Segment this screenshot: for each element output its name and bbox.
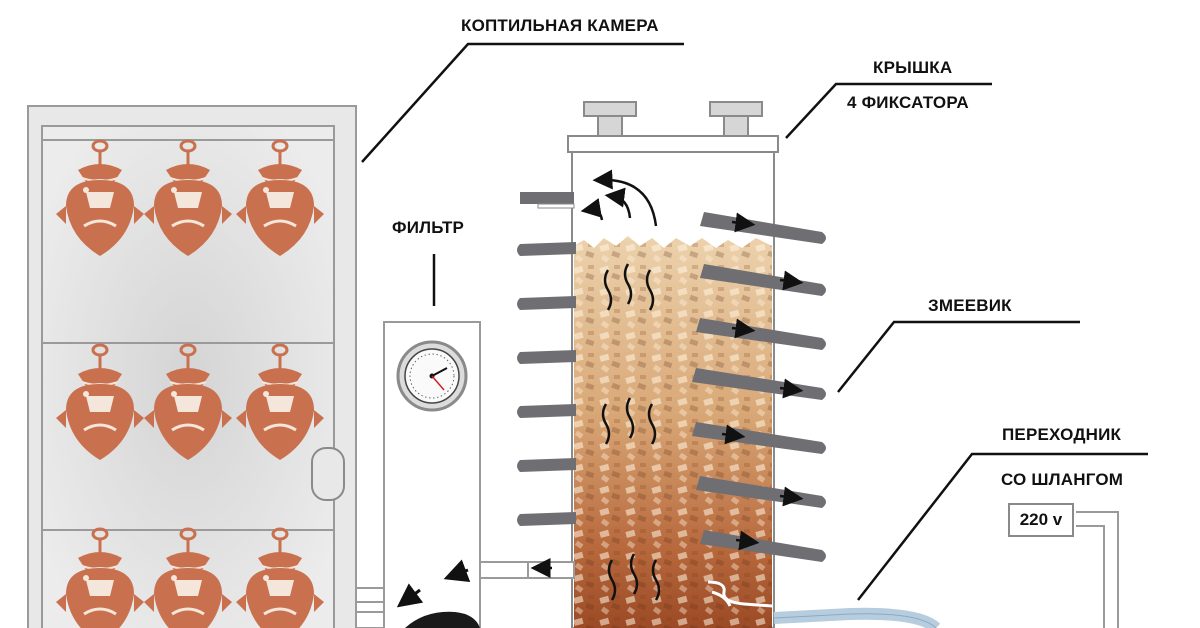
label-latches: 4 ФИКСАТОРА bbox=[847, 93, 969, 112]
leader-lines bbox=[361, 42, 1148, 601]
label-adapter-line2: СО ШЛАНГОМ bbox=[1001, 470, 1124, 489]
chamber-connector bbox=[355, 587, 387, 628]
smoke-arrow-icon bbox=[443, 559, 471, 582]
smoke-arrow-icon bbox=[580, 169, 658, 227]
lid bbox=[567, 135, 779, 153]
latch bbox=[583, 101, 637, 117]
flow-arrows bbox=[530, 212, 804, 578]
label-chamber: КОПТИЛЬНАЯ КАМЕРА bbox=[461, 16, 659, 35]
power-cable bbox=[1076, 511, 1119, 628]
smoke-arrow-icon bbox=[396, 583, 424, 608]
chamber-door-handle bbox=[311, 447, 345, 501]
label-filter: ФИЛЬТР bbox=[392, 218, 465, 237]
heater-icon bbox=[707, 580, 773, 608]
label-adapter-line1: ПЕРЕХОДНИК bbox=[1002, 425, 1122, 444]
fish-group bbox=[54, 139, 326, 628]
voltage-badge: 220 v bbox=[1008, 503, 1074, 537]
hose bbox=[773, 607, 941, 628]
heat-wave-icon bbox=[601, 263, 661, 601]
label-lid: КРЫШКА bbox=[873, 58, 953, 77]
latch bbox=[709, 101, 763, 117]
label-coil: ЗМЕЕВИК bbox=[928, 296, 1012, 315]
thermometer-icon bbox=[396, 340, 468, 412]
